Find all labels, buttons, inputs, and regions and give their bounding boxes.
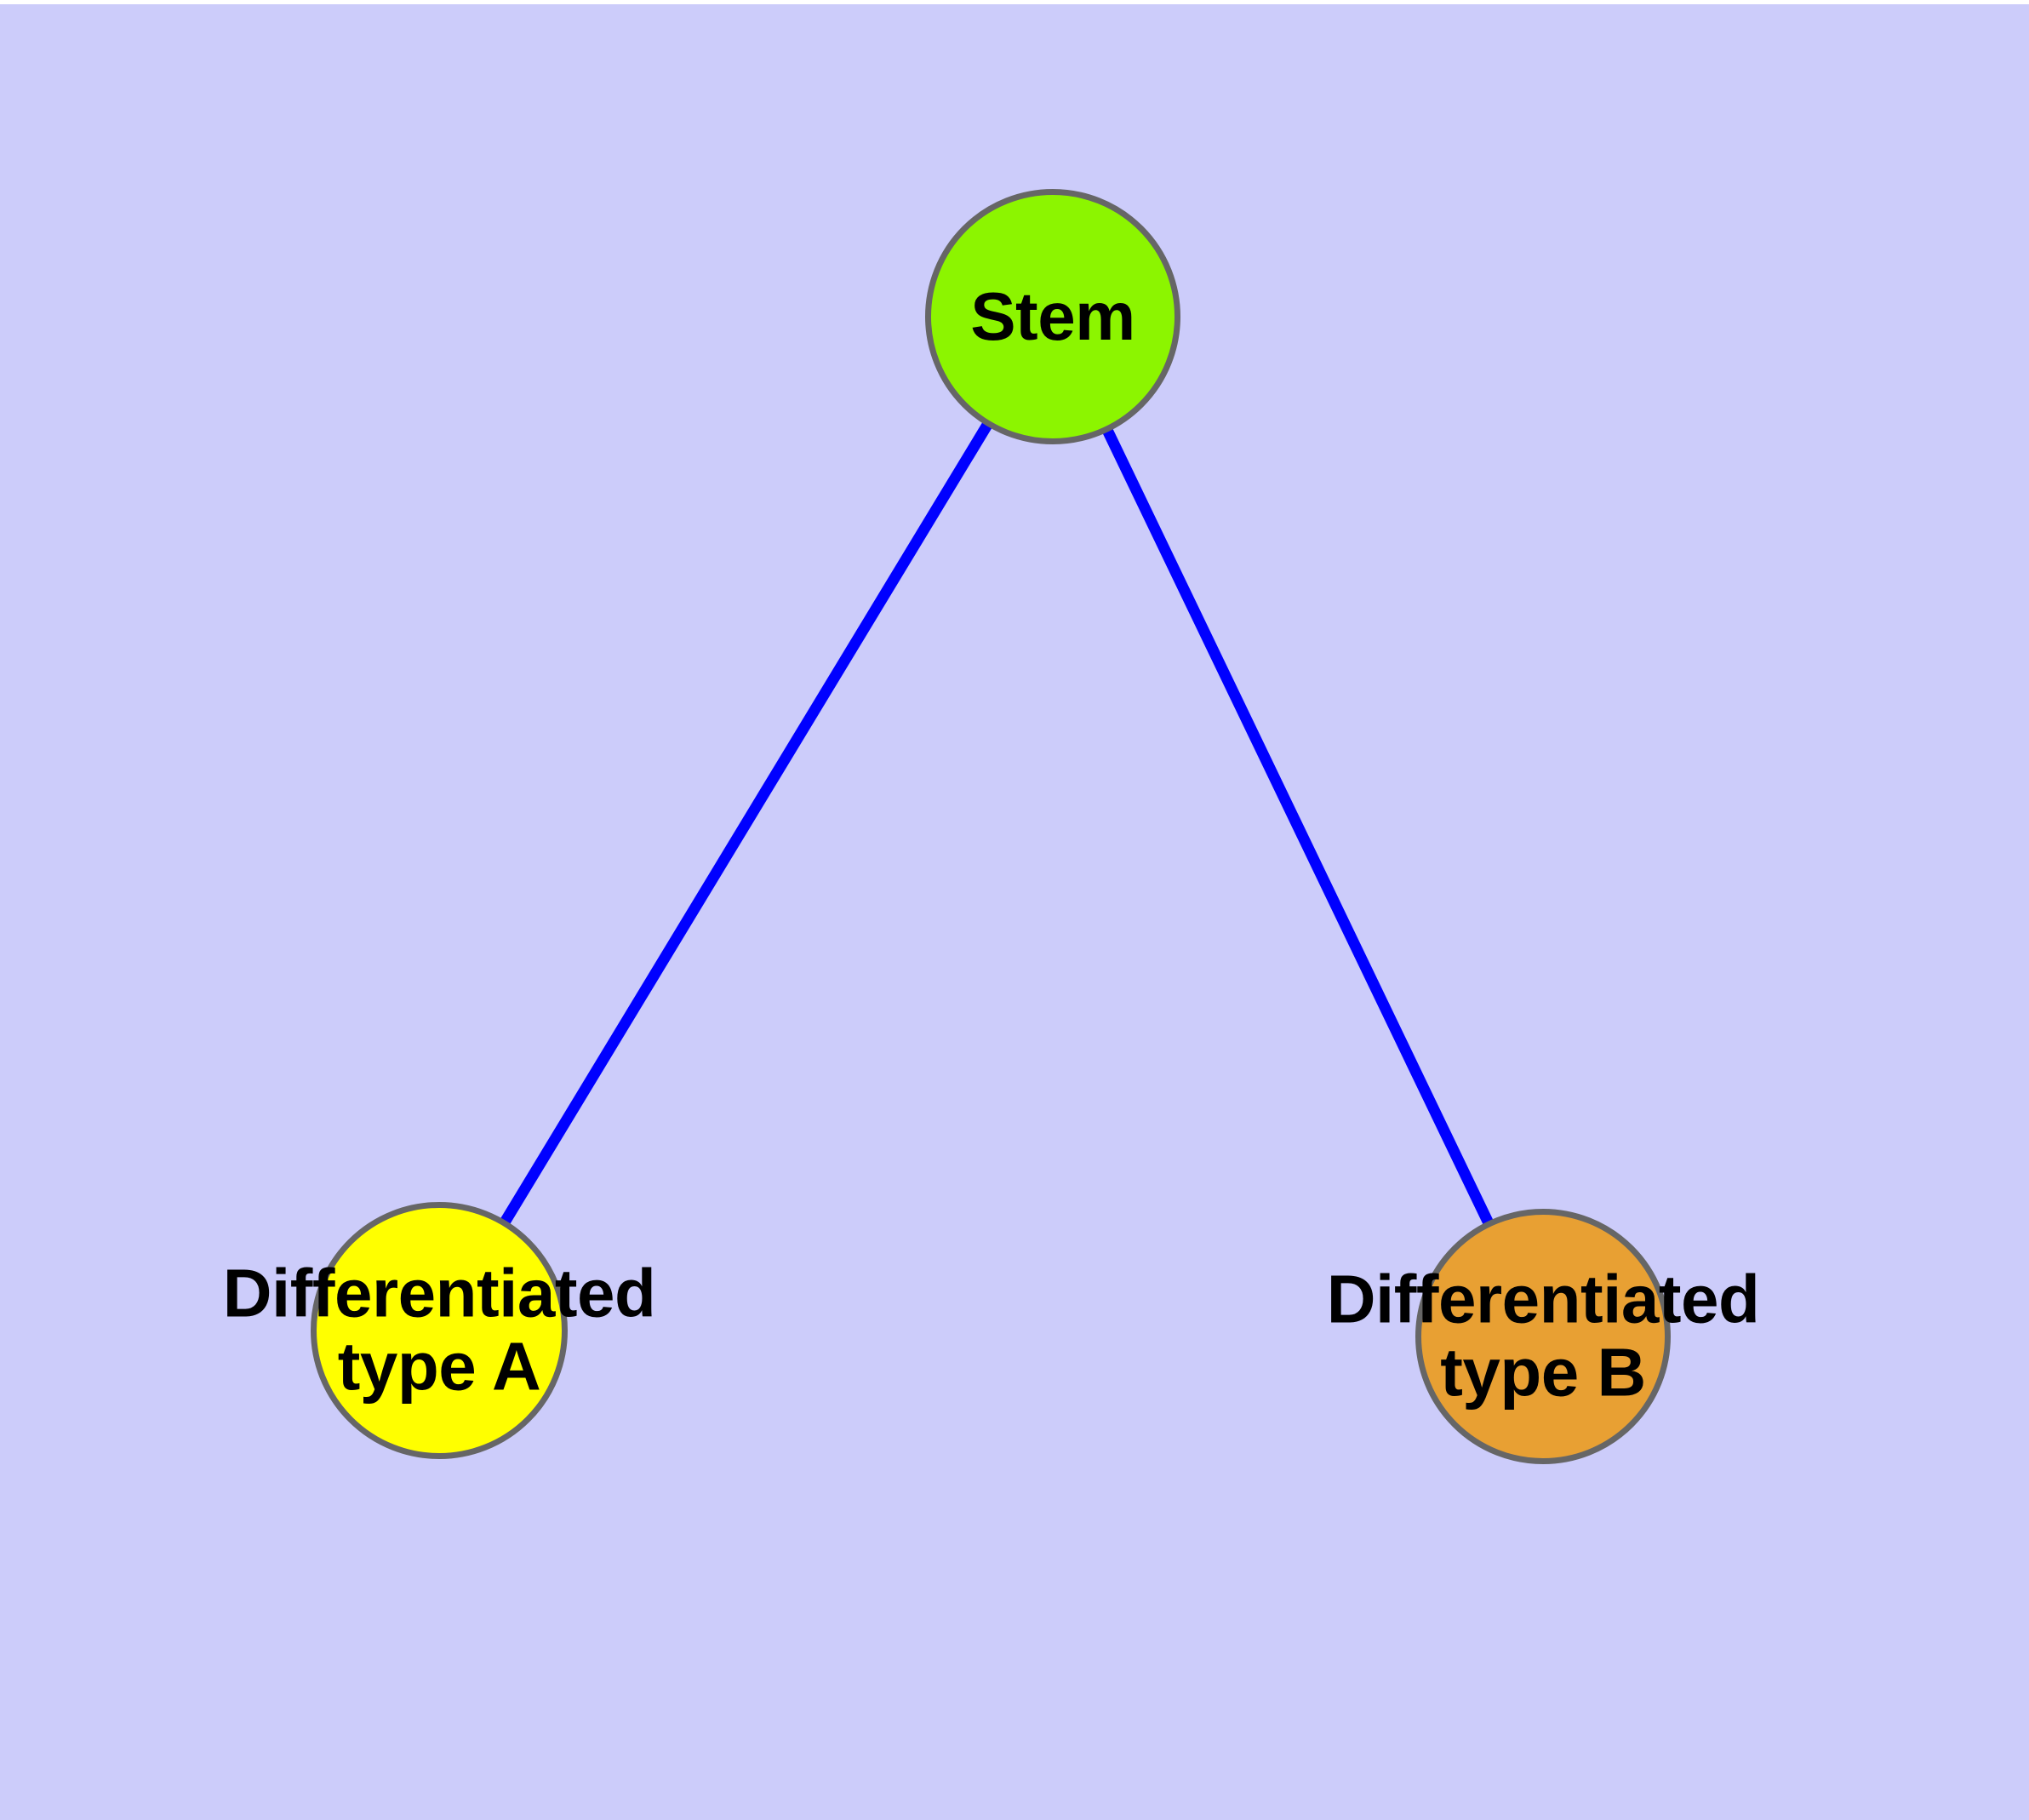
- edge-stem-to-diff_a: [500, 421, 992, 1225]
- node-stem-circle[interactable]: [925, 189, 1180, 444]
- graph-svg: [500, 421, 1494, 1226]
- node-differentiated-type-b[interactable]: Differentiated type B: [1327, 1209, 1760, 1464]
- node-differentiated-type-a-circle[interactable]: [311, 1202, 568, 1459]
- edge-stem-to-diff_b: [1102, 427, 1494, 1226]
- node-stem[interactable]: Stem: [925, 189, 1180, 444]
- edge-layer: [500, 421, 1494, 1226]
- node-differentiated-type-b-circle[interactable]: [1415, 1209, 1671, 1464]
- graph-canvas: Stem Differentiated type A Differentiate…: [0, 4, 2029, 1820]
- node-differentiated-type-a[interactable]: Differentiated type A: [223, 1202, 656, 1459]
